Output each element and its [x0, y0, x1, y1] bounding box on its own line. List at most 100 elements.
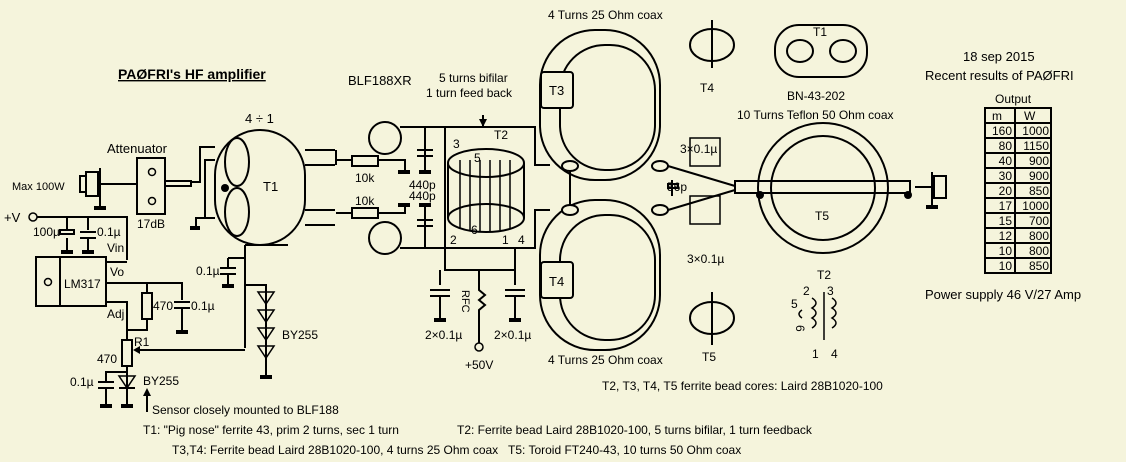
power-supply-note: Power supply 46 V/27 Amp [925, 287, 1081, 302]
t1-label: T1 [263, 179, 278, 194]
t2-transformer [430, 115, 525, 352]
t2-pin-2: 2 [450, 233, 457, 247]
table-cell-watts: 900 [1029, 154, 1049, 168]
transistor-part: BLF188XR [348, 73, 412, 88]
t1-transformer [190, 129, 335, 348]
sketch-t1-label: T1 [813, 25, 827, 39]
table-cell-watts: 1000 [1022, 199, 1049, 213]
cap-01u-d-label: 0.1µ [70, 375, 94, 389]
t4-label: T4 [549, 274, 564, 289]
diagram-title: PAØFRI's HF amplifier [118, 66, 266, 82]
sketch-t2-pin: 1 [812, 347, 819, 361]
sketch-t4-label: T4 [700, 81, 714, 95]
t2-pin-1: 1 [502, 233, 509, 247]
table-cell-band: 40 [999, 154, 1013, 168]
sketch-t5-label: T5 [702, 350, 716, 364]
attenuator-value: 17dB [137, 217, 165, 231]
r-bot-label: 10k [355, 194, 375, 208]
t2-note-2: 1 turn feed back [426, 86, 513, 100]
table-cell-band: 17 [999, 199, 1013, 213]
note-t5: T5: Toroid FT240-43, 10 turns 50 Ohm coa… [508, 443, 741, 457]
t5-winding-label: 10 Turns Teflon 50 Ohm coax [737, 108, 894, 122]
note-t3-t4: T3,T4: Ferrite bead Laird 28B1020-100, 4… [172, 443, 498, 457]
t1-core-label: BN-43-202 [787, 89, 845, 103]
diode-stack-label: BY255 [282, 328, 318, 342]
t2-pin-5: 5 [474, 151, 481, 165]
t5-toroid-label: T5 [815, 209, 829, 223]
results-date: 18 sep 2015 [963, 49, 1035, 64]
vin-label: Vin [107, 241, 124, 255]
results-heading: Recent results of PAØFRI [925, 68, 1074, 83]
supply-label: +V [4, 210, 21, 225]
table-cell-watts: 850 [1029, 184, 1049, 198]
table-cell-watts: 1150 [1023, 139, 1049, 153]
r-top-label: 10k [355, 171, 375, 185]
table-cell-watts: 850 [1029, 259, 1049, 273]
r1-value-label: 470 [97, 352, 117, 366]
adj-label: Adj [107, 307, 124, 321]
sketch-t2-pin: 4 [831, 347, 838, 361]
results-table-grid [984, 107, 1052, 274]
sketch-t2-pin: 2 [803, 284, 810, 298]
table-header-w: W [1024, 109, 1036, 123]
t2-pin-6: 6 [471, 223, 478, 237]
lm317-label: LM317 [64, 277, 101, 291]
vo-label: Vo [110, 265, 124, 279]
table-cell-band: 30 [999, 169, 1013, 183]
c-top-label: 440p [409, 178, 436, 192]
attenuator-label: Attenuator [107, 141, 168, 156]
t4-coax-label: 4 Turns 25 Ohm coax [548, 353, 663, 367]
attenuator-block [136, 157, 192, 215]
t3-label: T3 [549, 83, 564, 98]
max-power-label: Max 100W [12, 181, 65, 193]
r-470-label: 470 [153, 299, 173, 313]
t2-label: T2 [494, 128, 508, 142]
sketch-t2-pin: 5 [791, 297, 798, 311]
cores-note: T2, T3, T4, T5 ferrite bead cores: Laird… [602, 379, 883, 393]
sketch-t2-label: T2 [817, 268, 831, 282]
sketch-t2-pin: 3 [827, 284, 834, 298]
table-cell-band: 20 [999, 184, 1013, 198]
table-cell-watts: 800 [1029, 229, 1049, 243]
bias-diode-label: BY255 [143, 374, 179, 388]
sensor-note: Sensor closely mounted to BLF188 [152, 403, 339, 417]
t3-coax-label: 4 Turns 25 Ohm coax [548, 8, 663, 22]
input-connector-icon [79, 168, 137, 210]
cap-56p-label: 56p [667, 180, 687, 194]
table-cell-band: 10 [999, 259, 1013, 273]
table-cell-band: 80 [999, 139, 1013, 153]
cap-left-label: 2×0.1µ [425, 328, 462, 342]
t1-ratio: 4 ÷ 1 [245, 111, 274, 126]
c-bot-label: 440p [409, 189, 436, 203]
cap-100u-label: 100µ [33, 225, 60, 239]
cap-01u-b-label: 0.1µ [191, 299, 215, 313]
rfc-label: RFC [459, 290, 471, 313]
cap-top-label: 3×0.1µ [680, 142, 717, 156]
t2-pin-3: 3 [453, 137, 460, 151]
sketch-t2-pin: 6 [793, 325, 807, 332]
note-t2: T2: Ferrite bead Laird 28B1020-100, 5 tu… [457, 423, 813, 437]
cap-right-label: 2×0.1µ [494, 328, 531, 342]
table-cell-watts: 1000 [1022, 124, 1049, 138]
table-cell-watts: 800 [1029, 244, 1049, 258]
cap-01u-c-label: 0.1µ [196, 264, 220, 278]
table-title: Output [995, 92, 1032, 106]
table-cell-band: 12 [999, 229, 1013, 243]
r1-label: R1 [134, 335, 150, 349]
cap-bot-label: 3×0.1µ [687, 252, 724, 266]
table-cell-band: 15 [999, 214, 1013, 228]
regulator-section [28, 212, 276, 412]
cap-01u-label: 0.1µ [97, 225, 121, 239]
supply-50v-label: +50V [465, 358, 493, 372]
table-cell-band: 160 [992, 124, 1012, 138]
table-cell-band: 10 [999, 244, 1013, 258]
side-sketches [689, 20, 947, 345]
t3-t4-transformers [539, 29, 736, 351]
table-header-m: m [992, 109, 1002, 123]
table-cell-watts: 900 [1029, 169, 1049, 183]
note-t1: T1: "Pig nose" ferrite 43, prim 2 turns,… [143, 423, 399, 437]
t2-note-1: 5 turns bifilar [439, 71, 508, 85]
